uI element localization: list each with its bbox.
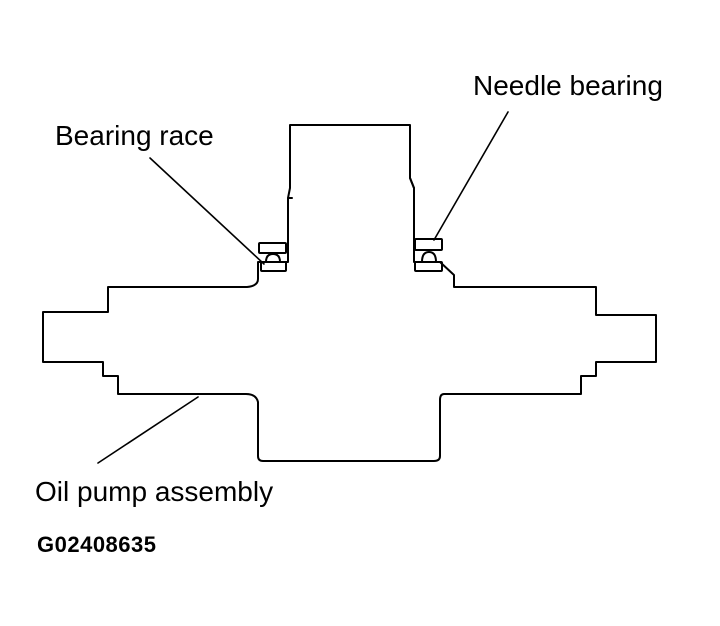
oil-pump-assembly-leader-line [97,396,199,464]
right-bearing-race-lower [414,261,443,272]
needle-bearing-label: Needle bearing [473,70,663,101]
oil-pump-assembly-label: Oil pump assembly [35,476,274,507]
right-needle-roller [421,251,437,263]
needle-bearing-leader-line [433,111,509,241]
left-bearing-assembly [258,242,287,272]
left-bearing-race-lower [260,261,287,272]
left-needle-roller [265,253,281,263]
shaft-step-line-right [409,177,415,189]
oil-pump-assembly-outline [42,124,657,462]
right-bearing-race-upper [414,238,443,251]
left-bearing-race-upper [258,242,287,254]
bearing-race-leader-line [149,157,265,265]
bearing-race-label: Bearing race [55,120,214,151]
right-bearing-assembly [414,238,443,272]
figure-id-label: G02408635 [37,532,157,557]
